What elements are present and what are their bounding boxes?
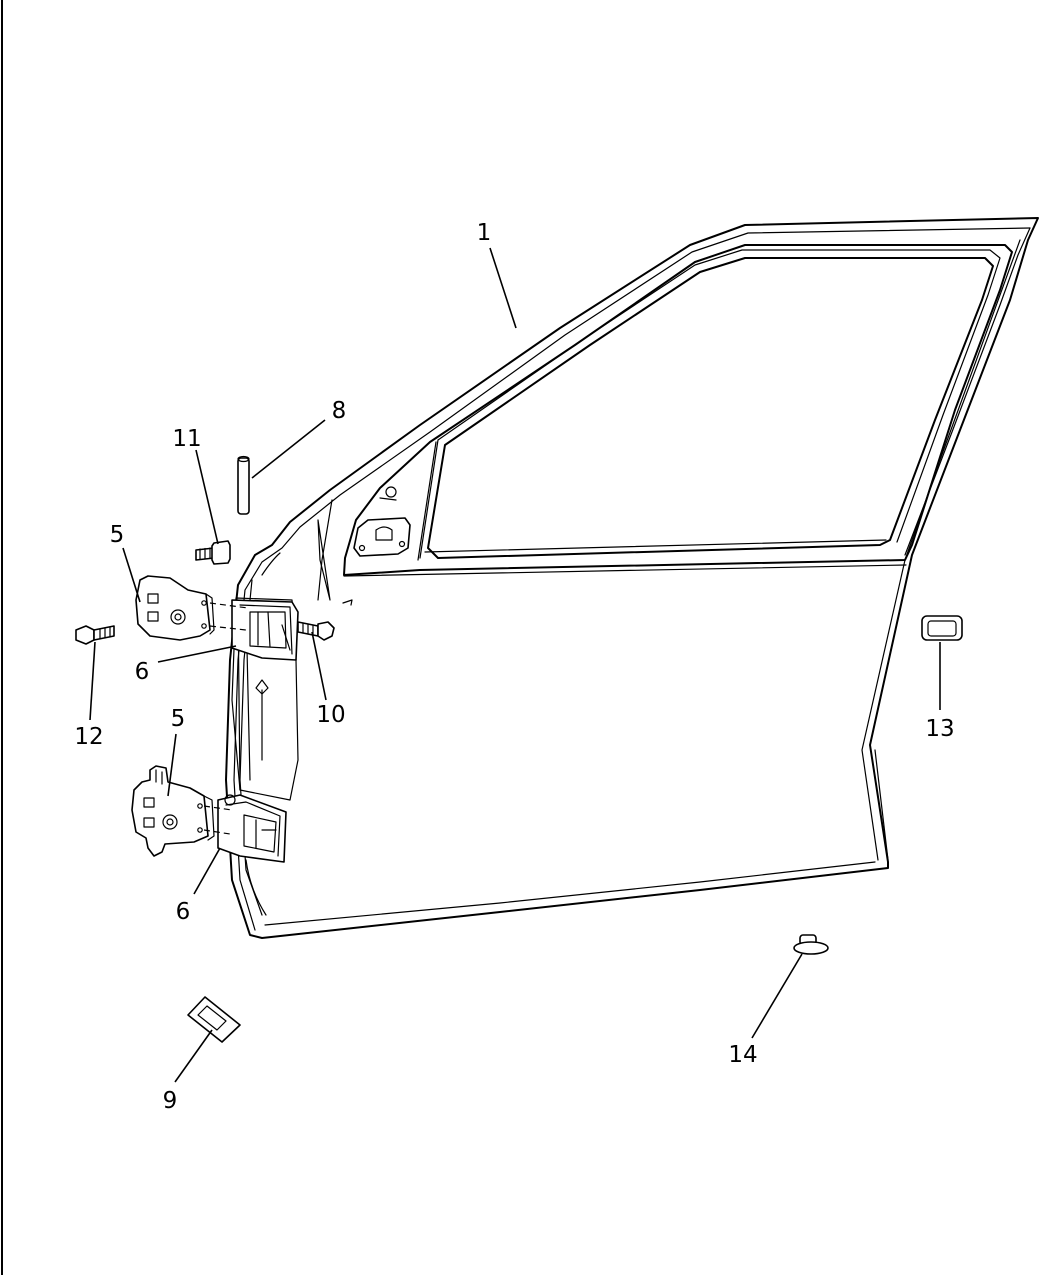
leader-line-6b [193, 847, 221, 895]
hinge-pin-icon [237, 455, 250, 515]
leader-line-6a [157, 645, 237, 663]
bolt-icon [195, 540, 231, 565]
plug-icon [921, 615, 963, 641]
callout-5-lower: 5 [171, 706, 186, 732]
leader-line-12 [89, 641, 96, 721]
plug-icon [793, 934, 829, 955]
hinge-body-half-icon [231, 599, 299, 661]
assembly-line [203, 805, 233, 811]
callout-6-upper: 6 [135, 659, 150, 685]
leader-line-9 [174, 1029, 213, 1083]
assembly-line [209, 602, 249, 609]
callout-14: 14 [728, 1042, 757, 1068]
hinge-body-half-icon [217, 794, 287, 863]
callout-1: 1 [477, 220, 492, 246]
callout-13: 13 [925, 716, 954, 742]
leader-line-11 [195, 449, 219, 545]
callout-8: 8 [332, 398, 347, 424]
bolt-icon [75, 625, 115, 645]
callout-5-upper: 5 [110, 522, 125, 548]
leader-line-5a [122, 547, 141, 603]
callout-6-lower: 6 [176, 899, 191, 925]
callout-11: 11 [172, 426, 201, 452]
hinge-door-half-icon [135, 575, 215, 641]
leader-line-5b [167, 733, 177, 797]
door-shell-icon [225, 217, 1039, 939]
shim-icon [187, 996, 241, 1043]
assembly-line [203, 829, 231, 835]
callout-9: 9 [163, 1088, 178, 1114]
leader-line-1 [489, 247, 517, 329]
leader-line-10 [311, 631, 327, 701]
callout-10: 10 [316, 702, 345, 728]
hinge-door-half-icon [131, 765, 215, 857]
callout-12: 12 [74, 724, 103, 750]
bolt-icon [297, 621, 335, 641]
leader-line-14 [751, 953, 803, 1039]
leader-line-8 [251, 419, 326, 479]
assembly-line [209, 625, 247, 631]
